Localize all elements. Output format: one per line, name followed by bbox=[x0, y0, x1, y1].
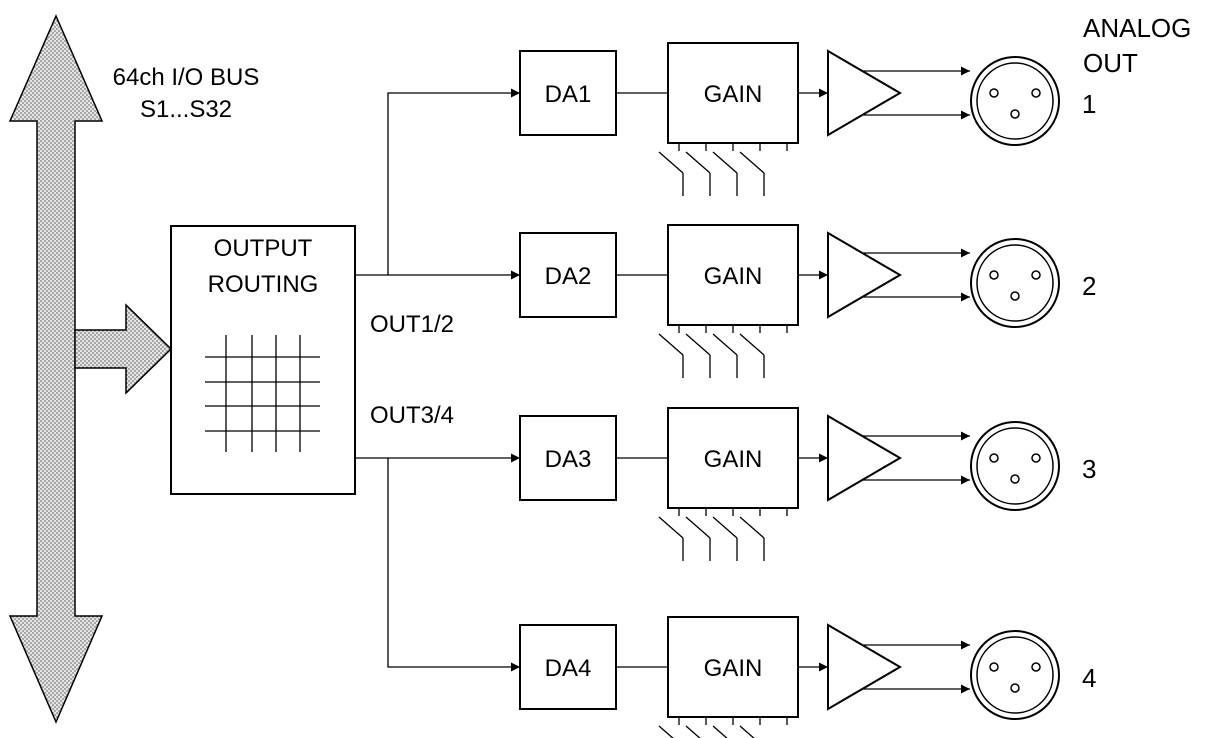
routing-output-lines bbox=[355, 88, 520, 672]
gain-label: GAIN bbox=[704, 263, 763, 290]
output-routing-block: OUTPUT ROUTING bbox=[170, 225, 356, 495]
channel-row-2: DA2 GAIN 2 bbox=[519, 224, 1096, 378]
xlr-connector-icon bbox=[970, 56, 1060, 146]
channel-number: 1 bbox=[1082, 89, 1096, 119]
gain-label: GAIN bbox=[704, 446, 763, 473]
da-label: DA1 bbox=[545, 81, 592, 108]
channel-row-4: DA4 GAIN 4 bbox=[519, 616, 1096, 738]
gain-box bbox=[667, 224, 799, 326]
gain-box bbox=[667, 407, 799, 509]
da-label: DA4 bbox=[545, 655, 592, 682]
bus-label-line2: S1...S32 bbox=[140, 96, 232, 123]
io-bus bbox=[8, 14, 173, 724]
io-bus-arrow bbox=[8, 14, 104, 724]
da-label: DA2 bbox=[545, 263, 592, 290]
channel-number: 3 bbox=[1082, 454, 1096, 484]
gain-label: GAIN bbox=[704, 655, 763, 682]
analog-out-line1: ANALOG bbox=[1083, 13, 1191, 43]
gain-box bbox=[667, 616, 799, 718]
out34-label: OUT3/4 bbox=[370, 402, 454, 429]
bus-to-routing-arrow bbox=[74, 303, 173, 395]
routing-label-line1: OUTPUT bbox=[214, 235, 313, 262]
gain-label: GAIN bbox=[704, 81, 763, 108]
da-box bbox=[519, 415, 617, 501]
routing-label-line2: ROUTING bbox=[208, 271, 319, 298]
amplifier-icon bbox=[827, 49, 902, 137]
da-box bbox=[519, 624, 617, 710]
amplifier-icon bbox=[827, 623, 902, 711]
gain-switch-icon bbox=[658, 325, 788, 378]
da-label: DA3 bbox=[545, 446, 592, 473]
amplifier-icon bbox=[827, 414, 902, 502]
out12-label: OUT1/2 bbox=[370, 311, 454, 338]
da-box bbox=[519, 50, 617, 136]
xlr-connector-icon bbox=[970, 630, 1060, 720]
gain-switch-icon bbox=[658, 143, 788, 196]
gain-switch-icon bbox=[658, 508, 788, 561]
amplifier-icon bbox=[827, 231, 902, 319]
bus-label-line1: 64ch I/O BUS bbox=[113, 64, 260, 91]
channel-row-3: DA3 GAIN 3 bbox=[519, 407, 1096, 561]
channel-number: 2 bbox=[1082, 271, 1096, 301]
xlr-connector-icon bbox=[970, 238, 1060, 328]
channel-number: 4 bbox=[1082, 663, 1096, 693]
analog-out-line2: OUT bbox=[1083, 48, 1138, 78]
gain-switch-icon bbox=[658, 717, 788, 738]
matrix-grid-icon bbox=[205, 335, 320, 452]
xlr-connector-icon bbox=[970, 421, 1060, 511]
channel-row-1: DA1 GAIN 1 bbox=[519, 42, 1096, 196]
